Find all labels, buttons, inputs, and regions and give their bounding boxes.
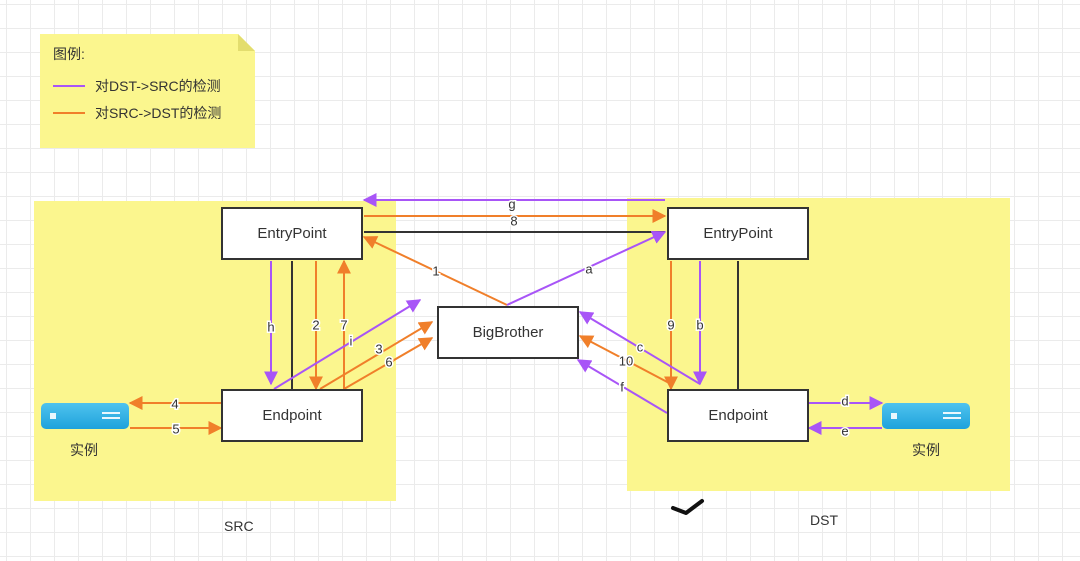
checkmark-icon xyxy=(671,499,704,515)
edge-1: 1 xyxy=(362,236,508,306)
node-label: EntryPoint xyxy=(257,225,327,242)
edges-layer: g 8 1 a h 2 7i 36 4 5 9 b c 10 f de xyxy=(128,193,884,440)
edge-line xyxy=(319,321,434,390)
edge-7: 7 xyxy=(337,259,351,389)
server-vent xyxy=(943,417,961,419)
edge-f: f xyxy=(576,359,668,414)
edge-label: 9 xyxy=(667,317,674,332)
edge-e: e xyxy=(807,421,882,440)
edge-label: 1 xyxy=(432,263,439,278)
edge-label: 6 xyxy=(385,354,392,369)
edge-3: 3 xyxy=(319,321,434,390)
edge-d: d xyxy=(809,392,884,410)
server-vent xyxy=(102,417,120,419)
edge-label: 7 xyxy=(340,317,347,332)
node-label: BigBrother xyxy=(472,324,544,341)
legend-swatch-purple xyxy=(53,85,85,87)
edge-5: 5 xyxy=(130,420,223,438)
edge-line xyxy=(362,236,508,306)
server-led xyxy=(50,413,56,419)
edge-label: c xyxy=(637,339,644,354)
node-label: EntryPoint xyxy=(703,225,773,242)
legend-item-label: 对DST->SRC的检测 xyxy=(95,78,221,94)
server-vent xyxy=(943,412,961,414)
edge-label: 5 xyxy=(172,421,179,436)
edge-label: e xyxy=(841,423,848,438)
edge-label: f xyxy=(620,379,624,394)
edge-a: a xyxy=(506,230,667,306)
src-instance-server-icon[interactable] xyxy=(41,403,129,429)
edge-line xyxy=(576,359,668,414)
edge-6: 6 xyxy=(343,337,434,390)
legend-item-label: 对SRC->DST的检测 xyxy=(95,105,222,121)
edge-4: 4 xyxy=(128,395,221,413)
bigbrother-node[interactable]: BigBrother xyxy=(437,306,579,359)
node-label: Endpoint xyxy=(262,407,322,424)
edge-line xyxy=(343,337,434,390)
server-vent xyxy=(102,412,120,414)
edge-line xyxy=(273,299,422,390)
src-entrypoint-node[interactable]: EntryPoint xyxy=(221,207,363,260)
edge-9: 9 xyxy=(664,261,678,391)
edge-label: d xyxy=(841,393,848,408)
edge-label: b xyxy=(696,317,703,332)
legend-title: 图例: xyxy=(53,46,85,62)
edge-label: 8 xyxy=(510,213,517,228)
edge-label: 4 xyxy=(171,396,178,411)
src-zone-label: SRC xyxy=(224,518,254,534)
server-led xyxy=(891,413,897,419)
edge-label: g xyxy=(508,196,515,211)
dst-zone-label: DST xyxy=(810,512,838,528)
dst-endpoint-node[interactable]: Endpoint xyxy=(667,389,809,442)
edge-label: 10 xyxy=(619,353,633,368)
legend-item-orange: 对SRC->DST的检测 xyxy=(53,103,221,123)
edge-g: g xyxy=(362,193,665,213)
edge-line xyxy=(578,311,701,385)
edge-10: 10 xyxy=(578,335,672,385)
edge-c: c xyxy=(578,311,701,385)
edge-8: 8 xyxy=(364,209,667,230)
edge-h: h xyxy=(264,261,278,386)
edge-label: 2 xyxy=(312,317,319,332)
edge-label: 3 xyxy=(375,341,382,356)
edge-b: b xyxy=(693,261,707,386)
src-endpoint-node[interactable]: Endpoint xyxy=(221,389,363,442)
legend-swatch-orange xyxy=(53,112,85,114)
src-instance-label: 实例 xyxy=(70,442,98,458)
node-label: Endpoint xyxy=(708,407,768,424)
edge-label: a xyxy=(585,261,593,276)
edge-label: i xyxy=(350,333,353,348)
legend-item-purple: 对DST->SRC的检测 xyxy=(53,76,221,96)
dst-instance-label: 实例 xyxy=(912,442,940,458)
dst-entrypoint-node[interactable]: EntryPoint xyxy=(667,207,809,260)
dst-instance-server-icon[interactable] xyxy=(882,403,970,429)
legend-panel: 图例: 对DST->SRC的检测 对SRC->DST的检测 xyxy=(40,34,255,148)
edge-2: 2 xyxy=(309,261,323,391)
edge-line xyxy=(578,335,672,385)
edge-line xyxy=(506,230,667,306)
edge-label: h xyxy=(267,319,274,334)
edge-i: i xyxy=(273,299,422,390)
